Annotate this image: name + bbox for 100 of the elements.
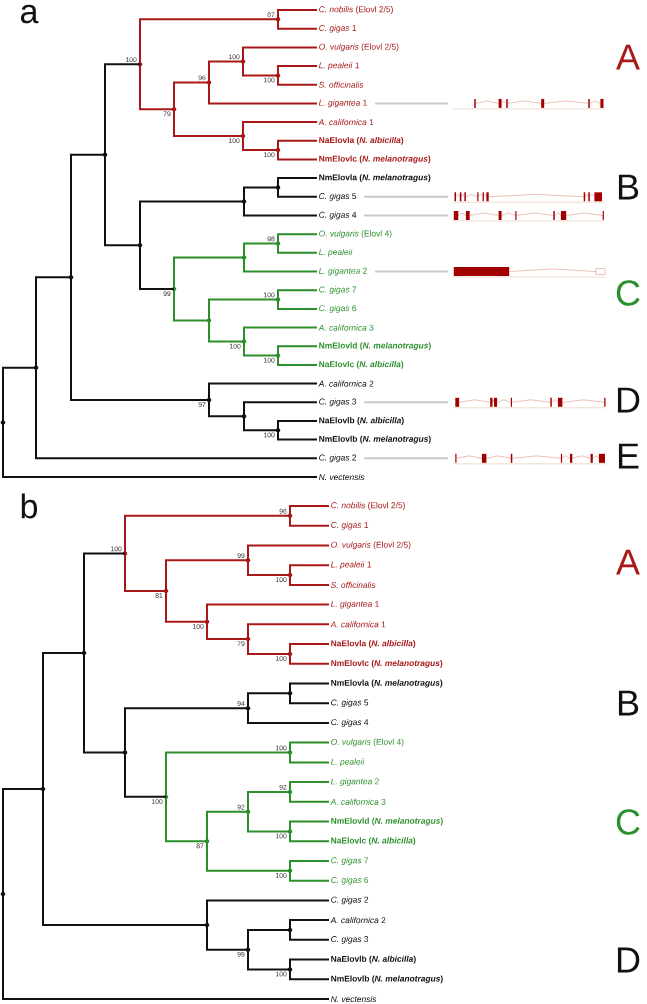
- clade-letter: B: [618, 174, 639, 200]
- tree-branch: [247, 948, 291, 971]
- tree-branch: [208, 81, 318, 105]
- tree-branch: [289, 830, 330, 843]
- branch-point: [0, 891, 6, 897]
- taxon-label: C. gigas 6: [319, 305, 357, 313]
- taxon-label: C. gigas 1: [331, 521, 369, 530]
- tree-branch: [289, 505, 330, 517]
- tree-branch: [124, 707, 249, 754]
- taxon-label: C. gigas 3: [319, 398, 357, 407]
- taxon-label: A. californica 1: [318, 119, 374, 126]
- tree-branch: [42, 652, 85, 790]
- tree-branch: [42, 788, 208, 927]
- taxon-label: N. vectensis: [318, 473, 365, 481]
- tree-branch: [243, 340, 279, 357]
- tree-branch: [70, 276, 210, 401]
- branch-point: [204, 922, 210, 928]
- taxon-label: L. pealeii: [330, 758, 365, 767]
- gene-structure-drawing: [452, 211, 606, 222]
- taxon-label: NmElovlc (N. melanotragus): [319, 155, 431, 164]
- taxon-label: C. gigas 2: [331, 896, 369, 905]
- gene-structure-drawing: [452, 267, 606, 278]
- tree-branch: [289, 682, 330, 695]
- tree-branch: [165, 795, 208, 843]
- tree-branch: [289, 741, 330, 754]
- branch-point: [137, 243, 143, 248]
- taxon-label: NaElovlc (N. albicilla): [331, 837, 416, 846]
- connector-line: [363, 457, 449, 460]
- tree-branch: [208, 319, 245, 343]
- connector-line: [373, 102, 449, 105]
- taxon-label: A. californica 2: [330, 917, 386, 924]
- tree-branch: [289, 751, 330, 764]
- tree-branch: [243, 401, 318, 418]
- branch-point: [241, 199, 247, 204]
- tree-branch: [289, 820, 330, 833]
- tree-branch: [289, 574, 330, 586]
- branch-point: [287, 691, 293, 696]
- branch-point: [102, 152, 108, 158]
- branch-point: [287, 927, 293, 933]
- clade-letter: D: [617, 387, 640, 413]
- clade-letter: C: [616, 280, 640, 306]
- tree-branch: [247, 707, 330, 724]
- connector-line: [363, 195, 449, 198]
- tree-branch: [139, 244, 175, 291]
- tree-branch: [206, 924, 249, 951]
- taxon-label: A. californica 3: [330, 798, 386, 805]
- clade-letter: D: [617, 947, 640, 973]
- taxon-label: O. vulgaris (Elovl 2/5): [319, 43, 399, 52]
- clade-letter: A: [616, 549, 640, 575]
- tree-branch: [289, 968, 330, 981]
- tree-branch: [124, 514, 291, 555]
- gene-structure-drawing: [452, 453, 606, 465]
- tree-branch: [35, 276, 72, 369]
- tree-branch: [173, 256, 245, 291]
- tree-branch: [247, 559, 291, 577]
- tree-branch: [289, 869, 330, 882]
- taxon-label: L. gigantea 1: [318, 99, 367, 108]
- tree-branch: [247, 692, 291, 710]
- branch-point: [81, 650, 87, 656]
- taxon-label: NmElovla (N. melanotragus): [331, 679, 443, 688]
- clade-letter: E: [618, 443, 639, 469]
- taxon-label: C. nobilis (Elovl 2/5): [331, 502, 405, 510]
- tree-branch: [277, 298, 318, 310]
- taxon-label: C. gigas 1: [319, 24, 357, 33]
- taxon-label: A. californica 3: [318, 324, 374, 331]
- branch-point: [68, 275, 74, 280]
- taxon-label: L. pealeii: [318, 248, 353, 257]
- tree-branch: [208, 298, 279, 322]
- tree-branch: [289, 929, 330, 941]
- tree-branch: [124, 552, 167, 593]
- tree-branch: [206, 603, 330, 623]
- tree-branch: [206, 840, 291, 872]
- taxon-label: A. californica 1: [330, 621, 386, 628]
- panel-letter: b: [21, 493, 38, 519]
- tree-branch: [277, 18, 318, 30]
- taxon-label: C. gigas 4: [331, 719, 369, 727]
- taxon-label: C. gigas 5: [331, 699, 369, 708]
- taxon-label: N. vectensis: [330, 995, 377, 1003]
- tree-branch: [247, 790, 291, 813]
- taxon-label: NaElovlb (N. albicilla): [331, 955, 416, 964]
- tree-branch: [277, 186, 318, 198]
- tree-branch: [289, 919, 330, 931]
- connector-line: [363, 214, 449, 217]
- taxon-label: NaElovla (N. albicilla): [319, 136, 404, 145]
- tree-branch: [2, 421, 318, 478]
- tree-branch: [208, 382, 318, 401]
- taxon-label: NmElovlb (N. melanotragus): [319, 435, 431, 444]
- branch-point: [40, 786, 46, 792]
- taxon-label: S. officinalis: [318, 81, 364, 88]
- tree-branch: [104, 63, 141, 156]
- branch-point: [241, 414, 247, 419]
- tree-branch: [277, 177, 318, 189]
- tree-branch: [206, 810, 249, 843]
- tree-branch: [289, 958, 330, 971]
- taxon-label: C. gigas 7: [331, 857, 369, 865]
- tree-branch: [104, 153, 141, 247]
- taxon-label: NaElovlc (N. albicilla): [319, 361, 404, 369]
- taxon-label: C. gigas 6: [331, 876, 369, 885]
- tree-branch: [139, 200, 245, 247]
- tree-branch: [83, 552, 126, 654]
